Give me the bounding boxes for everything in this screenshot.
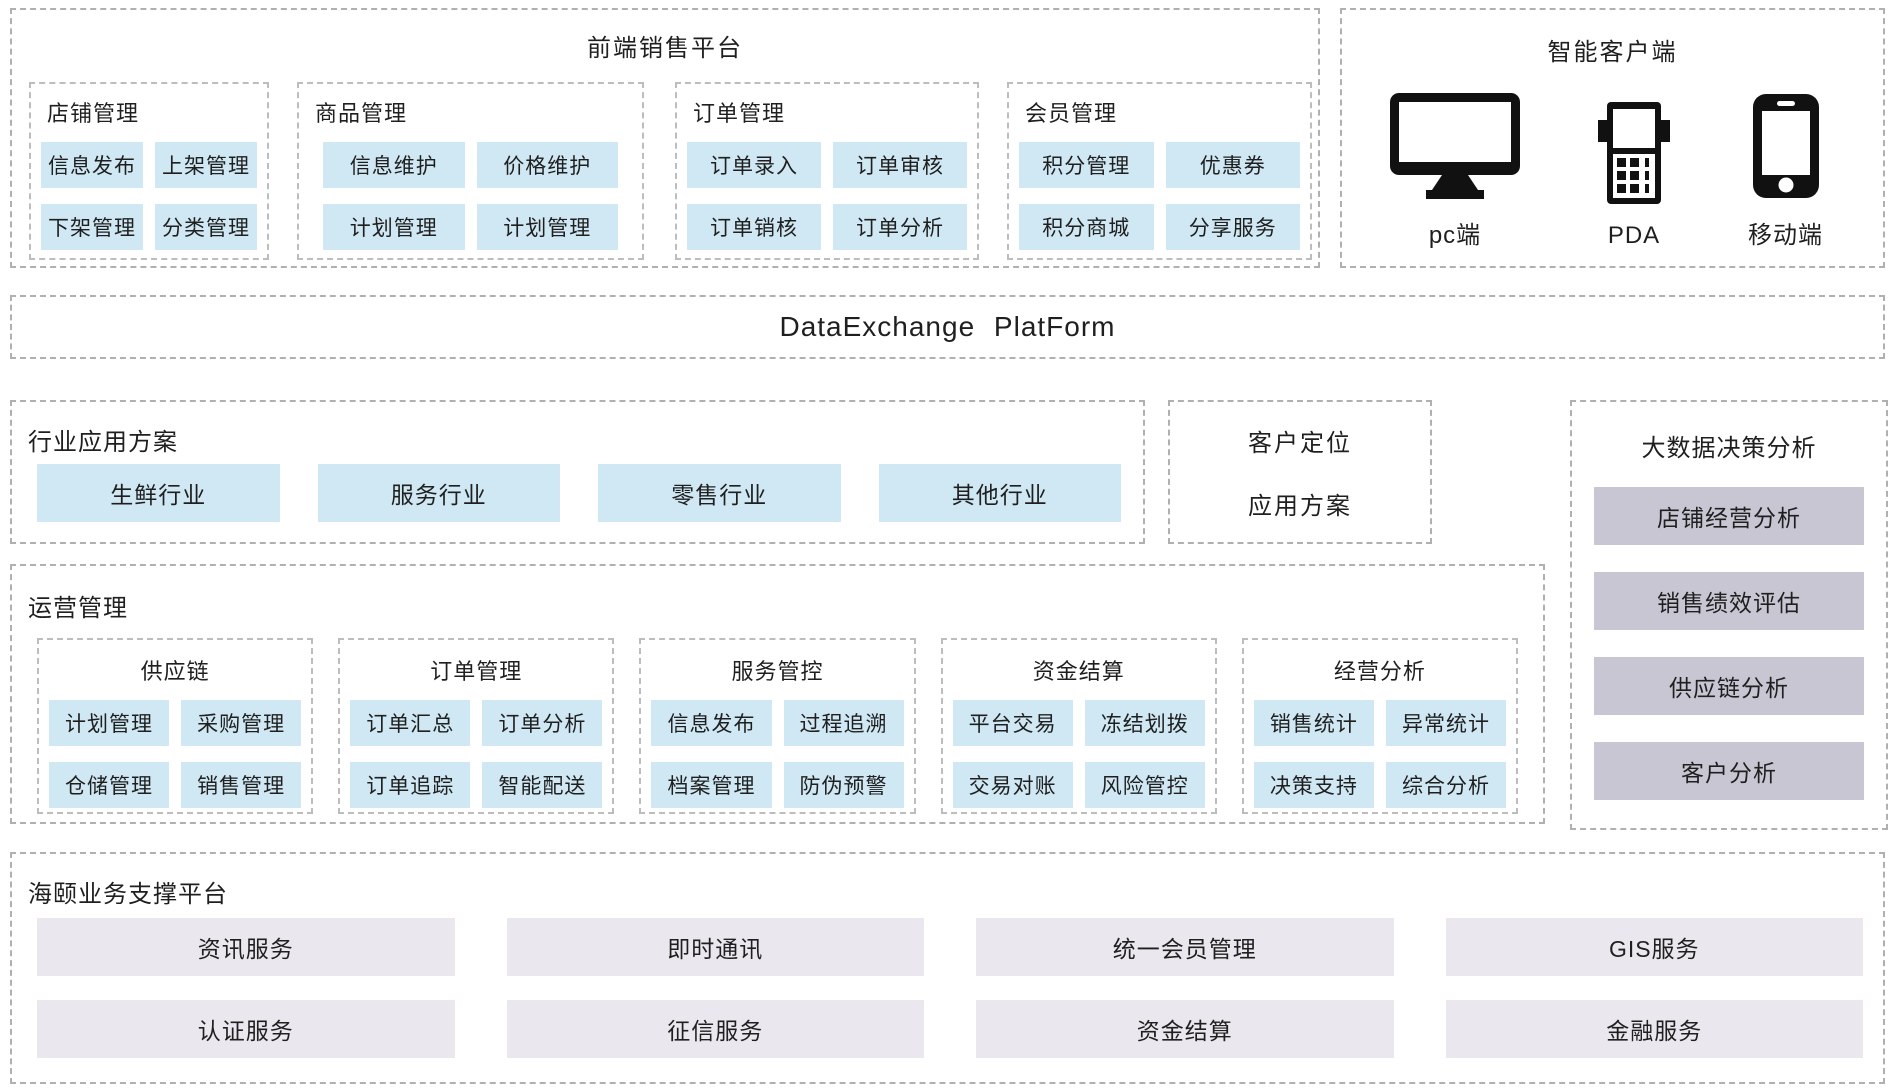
industry-chip: 其他行业 xyxy=(878,464,1121,522)
panel-title: 店铺管理 xyxy=(47,101,140,126)
support-chip: 资金结算 xyxy=(976,1000,1394,1058)
industry-solutions-title: 行业应用方案 xyxy=(28,429,178,456)
module-chip: 销售统计 xyxy=(1253,700,1374,746)
module-chip: 订单追踪 xyxy=(350,762,471,808)
support-chip: 统一会员管理 xyxy=(976,918,1394,976)
frontend-panel-order: 订单管理 订单录入 订单审核 订单销核 订单分析 xyxy=(675,82,979,260)
industry-chip: 生鲜行业 xyxy=(37,464,280,522)
panel-title: 供应链 xyxy=(140,659,210,684)
panel-title: 服务管控 xyxy=(731,659,824,684)
panel-title: 经营分析 xyxy=(1333,659,1426,684)
frontend-panel-member: 会员管理 积分管理 优惠券 积分商城 分享服务 xyxy=(1007,82,1312,260)
module-chip: 订单录入 xyxy=(687,142,821,188)
support-platform-title: 海颐业务支撑平台 xyxy=(28,881,228,908)
module-chip: 交易对账 xyxy=(952,762,1073,808)
module-chip: 信息发布 xyxy=(41,142,143,188)
module-chip: 订单分析 xyxy=(482,700,603,746)
module-chip: 仓储管理 xyxy=(49,762,170,808)
ops-panel-service: 服务管控 信息发布 过程追溯 档案管理 防伪预警 xyxy=(639,638,916,814)
frontend-panel-product: 商品管理 信息维护 价格维护 计划管理 计划管理 xyxy=(297,82,644,260)
industry-solutions-box: 行业应用方案 生鲜行业 服务行业 零售行业 其他行业 xyxy=(10,400,1145,544)
mobile-icon xyxy=(1752,93,1820,199)
module-chip: 过程追溯 xyxy=(783,700,904,746)
module-chip: 综合分析 xyxy=(1385,762,1507,808)
module-chip: 智能配送 xyxy=(482,762,603,808)
module-chip: 价格维护 xyxy=(476,142,618,188)
customer-positioning-line1: 客户定位 xyxy=(1248,430,1352,457)
frontend-platform-title: 前端销售平台 xyxy=(587,35,743,62)
device-mobile: 移动端 xyxy=(1748,93,1823,250)
ops-panel-order: 订单管理 订单汇总 订单分析 订单追踪 智能配送 xyxy=(338,638,615,814)
module-chip: 信息发布 xyxy=(651,700,772,746)
support-chip: 即时通讯 xyxy=(506,918,924,976)
operations-title: 运营管理 xyxy=(28,595,128,622)
module-chip: 订单汇总 xyxy=(350,700,471,746)
smart-clients-box: 智能客户端 pc端 xyxy=(1340,8,1885,268)
bigdata-analysis-box: 大数据决策分析 店铺经营分析 销售绩效评估 供应链分析 客户分析 xyxy=(1570,400,1888,830)
ops-panel-supply-chain: 供应链 计划管理 采购管理 仓储管理 销售管理 xyxy=(37,638,314,814)
device-label: 移动端 xyxy=(1748,222,1823,249)
support-platform-box: 海颐业务支撑平台 资讯服务 即时通讯 统一会员管理 GIS服务 认证服务 征信服… xyxy=(10,852,1885,1084)
device-pc: pc端 xyxy=(1390,93,1520,250)
module-chip: 冻结划拨 xyxy=(1084,700,1205,746)
module-chip: 订单分析 xyxy=(833,204,967,250)
module-chip: 分类管理 xyxy=(155,204,257,250)
support-chip: GIS服务 xyxy=(1445,918,1863,976)
module-chip: 积分商城 xyxy=(1019,204,1154,250)
support-chip: 认证服务 xyxy=(37,1000,455,1058)
panel-title: 订单管理 xyxy=(693,101,786,126)
bigdata-chip: 销售绩效评估 xyxy=(1594,572,1864,630)
operations-box: 运营管理 供应链 计划管理 采购管理 仓储管理 销售管理 订单管理 订单汇总 订… xyxy=(10,564,1545,824)
customer-positioning-box: 客户定位 应用方案 xyxy=(1168,400,1432,544)
module-chip: 订单审核 xyxy=(833,142,967,188)
bigdata-chip: 客户分析 xyxy=(1594,742,1864,800)
smart-clients-title: 智能客户端 xyxy=(1547,39,1678,66)
panel-title: 会员管理 xyxy=(1025,101,1118,126)
frontend-panel-shop: 店铺管理 信息发布 上架管理 下架管理 分类管理 xyxy=(29,82,269,260)
module-chip: 计划管理 xyxy=(476,204,618,250)
support-chip: 征信服务 xyxy=(506,1000,924,1058)
pda-icon xyxy=(1598,100,1670,206)
industry-chip: 零售行业 xyxy=(598,464,841,522)
data-exchange-title: DataExchange PlatForm xyxy=(779,311,1116,342)
module-chip: 上架管理 xyxy=(155,142,257,188)
support-chip: 金融服务 xyxy=(1445,1000,1863,1058)
module-chip: 平台交易 xyxy=(952,700,1073,746)
module-chip: 档案管理 xyxy=(651,762,772,808)
module-chip: 计划管理 xyxy=(49,700,170,746)
device-label: PDA xyxy=(1607,222,1661,249)
customer-positioning-line2: 应用方案 xyxy=(1248,493,1352,520)
module-chip: 分享服务 xyxy=(1165,204,1300,250)
ops-panel-settlement: 资金结算 平台交易 冻结划拨 交易对账 风险管控 xyxy=(940,638,1217,814)
industry-chip: 服务行业 xyxy=(317,464,560,522)
device-label: pc端 xyxy=(1428,222,1482,249)
device-pda: PDA xyxy=(1598,100,1670,250)
module-chip: 积分管理 xyxy=(1019,142,1154,188)
frontend-platform-box: 前端销售平台 店铺管理 信息发布 上架管理 下架管理 分类管理 商品管理 信息维… xyxy=(10,8,1320,268)
data-exchange-band: DataExchange PlatForm xyxy=(10,295,1885,359)
panel-title: 资金结算 xyxy=(1032,659,1125,684)
panel-title: 商品管理 xyxy=(315,101,408,126)
module-chip: 风险管控 xyxy=(1084,762,1205,808)
module-chip: 防伪预警 xyxy=(783,762,904,808)
desktop-icon xyxy=(1390,93,1520,199)
support-chip: 资讯服务 xyxy=(37,918,455,976)
bigdata-chip: 供应链分析 xyxy=(1594,657,1864,715)
module-chip: 异常统计 xyxy=(1385,700,1507,746)
bigdata-analysis-title: 大数据决策分析 xyxy=(1641,435,1817,462)
module-chip: 订单销核 xyxy=(687,204,821,250)
ops-panel-business-analysis: 经营分析 销售统计 异常统计 决策支持 综合分析 xyxy=(1241,638,1519,814)
module-chip: 销售管理 xyxy=(181,762,302,808)
module-chip: 决策支持 xyxy=(1253,762,1374,808)
bigdata-chip: 店铺经营分析 xyxy=(1594,487,1864,545)
module-chip: 采购管理 xyxy=(181,700,302,746)
module-chip: 信息维护 xyxy=(323,142,465,188)
module-chip: 优惠券 xyxy=(1165,142,1300,188)
module-chip: 计划管理 xyxy=(323,204,465,250)
panel-title: 订单管理 xyxy=(430,659,523,684)
module-chip: 下架管理 xyxy=(41,204,143,250)
